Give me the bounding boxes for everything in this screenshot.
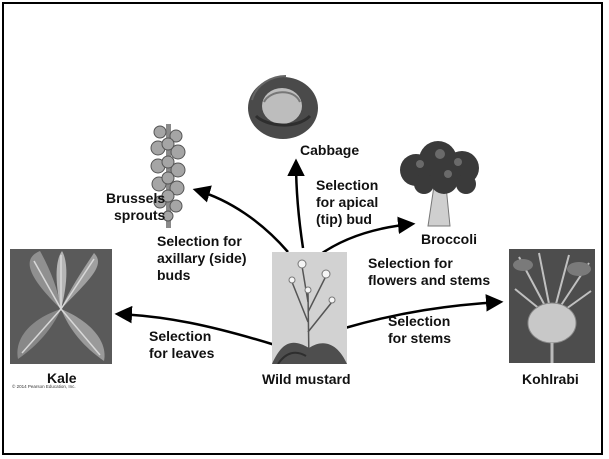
kale-image [10,249,112,364]
kohlrabi-image [509,249,595,363]
label-selection-apical: Selection for apical (tip) bud [316,177,378,228]
arrow-to-cabbage [296,162,303,248]
selection-flowers-line-2: flowers and stems [368,272,490,289]
wild-mustard-image [272,252,347,364]
selection-flowers-line-1: Selection for [368,255,490,272]
label-selection-stems: Selection for stems [388,313,451,347]
selection-leaves-line-1: Selection [149,328,214,345]
selection-stems-line-1: Selection [388,313,451,330]
selection-leaves-line-2: for leaves [149,345,214,362]
label-brussels-line-1: Brussels [106,190,165,207]
label-wild-mustard: Wild mustard [262,371,351,388]
label-selection-leaves: Selection for leaves [149,328,214,362]
label-broccoli: Broccoli [421,231,477,248]
selection-apical-line-1: Selection [316,177,378,194]
label-selection-axillary: Selection for axillary (side) buds [157,233,247,284]
selection-apical-line-2: for apical [316,194,378,211]
label-brussels-sprouts: Brussels sprouts [106,190,165,224]
selection-axillary-line-3: buds [157,267,247,284]
label-kohlrabi: Kohlrabi [522,371,579,388]
selection-axillary-line-2: axillary (side) [157,250,247,267]
selection-apical-line-3: (tip) bud [316,211,378,228]
selection-axillary-line-1: Selection for [157,233,247,250]
label-cabbage: Cabbage [300,142,359,159]
label-brussels-line-2: sprouts [106,207,165,224]
broccoli-image [396,140,486,230]
copyright-credit: © 2014 Pearson Education, Inc. [12,384,76,389]
selection-stems-line-2: for stems [388,330,451,347]
cabbage-image [246,72,320,140]
label-selection-flowers: Selection for flowers and stems [368,255,490,289]
